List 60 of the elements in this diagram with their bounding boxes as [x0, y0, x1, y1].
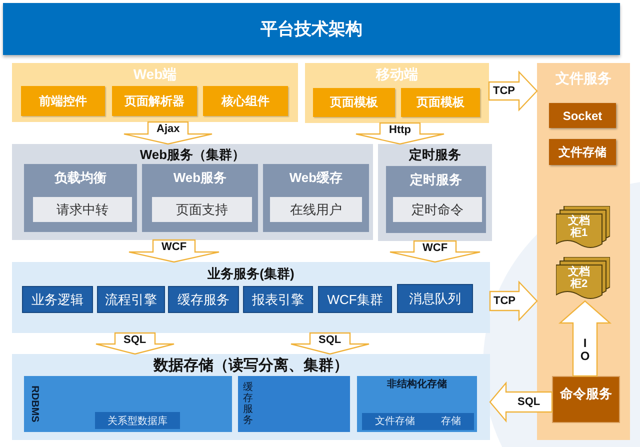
module-box: 页面解析器 [112, 86, 197, 116]
module-box: 定时命令 [393, 197, 482, 222]
strip-label: 存储 [441, 416, 461, 428]
panel [378, 144, 492, 241]
module-box: WCF集群 [318, 286, 392, 313]
document-stack [556, 257, 610, 301]
edge-label: Http [388, 124, 412, 137]
strip-label: 文件存储 [375, 416, 415, 428]
stack-label: 文档柜1 [567, 215, 591, 239]
module-box: 页面模板 [401, 88, 480, 117]
service-card [263, 164, 369, 232]
document-stack [556, 206, 610, 250]
panel-title: 文件服务 [556, 69, 612, 87]
panel [12, 144, 373, 240]
stack-label: 文档柜2 [567, 266, 591, 290]
group-panel [24, 376, 232, 432]
edge-label: TCP [492, 84, 516, 98]
edge-label: SQL [318, 334, 342, 347]
diagram-title: 平台技术架构 [260, 18, 362, 40]
panel-title: 定时服务 [409, 147, 461, 163]
module-box: 页面模板 [313, 88, 395, 117]
module-box: 流程引擎 [97, 286, 165, 313]
panel-title: Web端 [133, 65, 177, 83]
edge-label: SQL [122, 334, 148, 347]
edge-label: IO [578, 336, 592, 363]
panel-title: Web服务（集群） [140, 147, 246, 163]
module-box: 核心组件 [203, 86, 288, 116]
panel [12, 354, 490, 440]
module-box: 业务逻辑 [22, 286, 93, 313]
group-title: 非结构化存储 [387, 379, 447, 391]
module-box: 关系型数据库 [95, 412, 180, 429]
group-panel [357, 376, 477, 432]
module-box: 前端控件 [21, 86, 105, 116]
edge-label: Ajax [156, 123, 181, 136]
service-card [24, 164, 137, 232]
card-title: Web缓存 [289, 170, 343, 186]
service-card [386, 166, 486, 233]
card-title: 定时服务 [410, 172, 462, 188]
panel-title: 数据存储（读写分离、集群） [154, 357, 348, 375]
panel [305, 63, 489, 123]
module-box: 消息队列 [397, 284, 473, 313]
module-box: 报表引擎 [243, 286, 313, 313]
group-panel [238, 376, 350, 432]
label-strip [362, 413, 474, 430]
panel [12, 63, 298, 122]
module-box: 在线用户 [270, 197, 362, 222]
module-box: Socket [549, 103, 616, 128]
module-box: 请求中转 [33, 197, 132, 222]
module-box: 页面支持 [152, 197, 252, 222]
panel [12, 262, 490, 333]
module-box: 文件存储 [549, 139, 616, 165]
panel-title: 业务服务(集群) [208, 266, 294, 282]
card-title: 负载均衡 [54, 170, 106, 186]
card-title: Web服务 [173, 170, 227, 186]
module-box: 命令服务 [552, 376, 620, 423]
group-title: 缓存服务 [243, 382, 253, 426]
group-title: RDBMS [29, 386, 40, 422]
module-box: 缓存服务 [168, 286, 239, 313]
panel-title: 移动端 [376, 65, 418, 83]
service-card [142, 164, 258, 232]
